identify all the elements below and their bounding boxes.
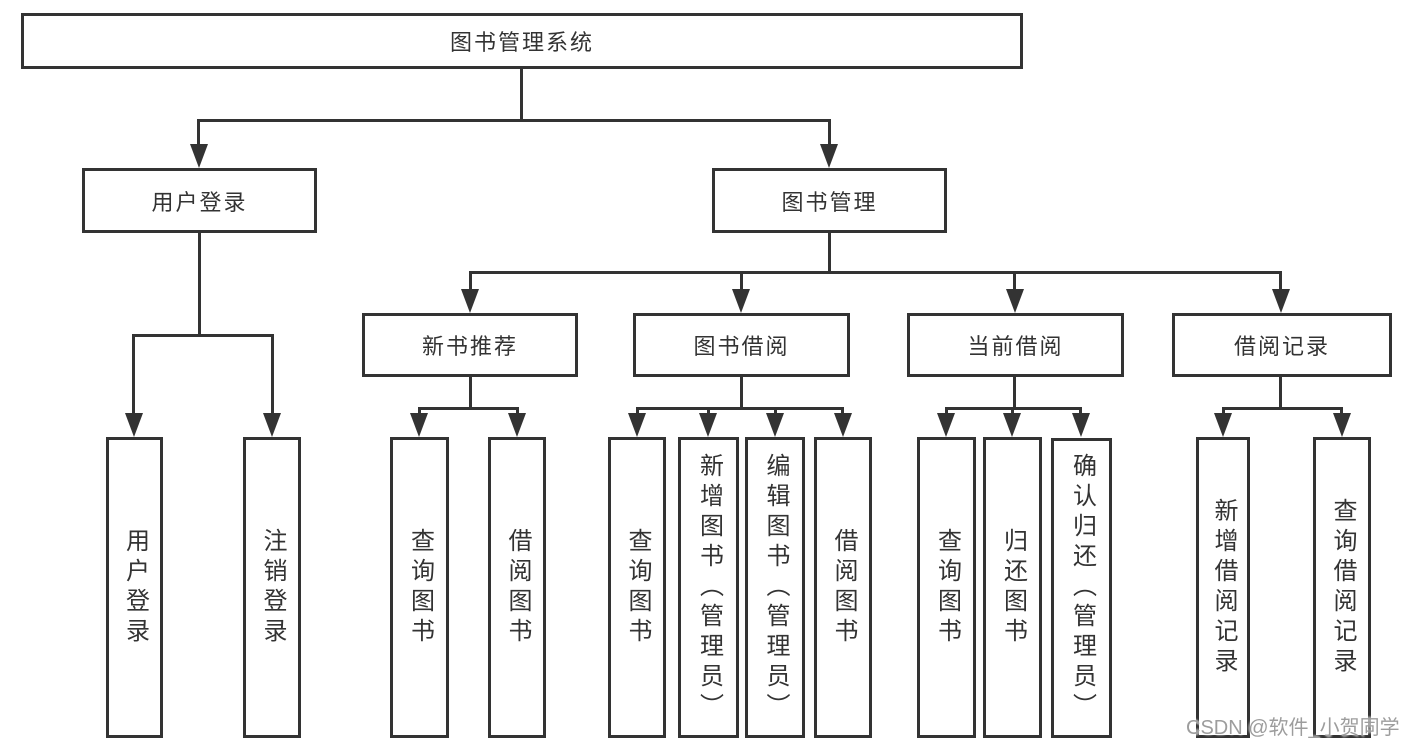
connector-line bbox=[740, 377, 743, 410]
connector-line bbox=[469, 271, 472, 293]
connector-line bbox=[1079, 407, 1082, 417]
connector-line bbox=[1013, 377, 1016, 410]
connector-line bbox=[198, 233, 201, 337]
node-current-borrowing: 当前借阅 bbox=[907, 313, 1124, 377]
connector-line bbox=[1279, 377, 1282, 410]
connector-line bbox=[271, 334, 274, 417]
watermark-text: CSDN @软件_小贺同学 bbox=[1186, 717, 1400, 739]
connector-line bbox=[469, 271, 1282, 274]
arrow-down-icon bbox=[1214, 413, 1232, 437]
connector-line bbox=[132, 334, 274, 337]
connector-line bbox=[636, 407, 844, 410]
arrow-down-icon bbox=[732, 289, 750, 313]
arrow-down-icon bbox=[1003, 413, 1021, 437]
arrow-down-icon bbox=[766, 413, 784, 437]
node-borrow-books-borrowing: 借阅图书 bbox=[814, 437, 872, 738]
node-new-book-recommendation: 新书推荐 bbox=[362, 313, 578, 377]
node-borrow-books-recommend: 借阅图书 bbox=[488, 437, 546, 738]
connector-line bbox=[1279, 271, 1282, 293]
node-book-borrowing: 图书借阅 bbox=[633, 313, 850, 377]
connector-line bbox=[1011, 407, 1014, 417]
connector-line bbox=[198, 119, 831, 122]
arrow-down-icon bbox=[1272, 289, 1290, 313]
arrow-down-icon bbox=[410, 413, 428, 437]
connector-line bbox=[516, 407, 519, 417]
node-book-management: 图书管理 bbox=[712, 168, 947, 233]
connector-line bbox=[132, 334, 135, 417]
arrow-down-icon bbox=[263, 413, 281, 437]
connector-line bbox=[469, 377, 472, 410]
node-add-books-admin: 新增图书（管理员） bbox=[678, 437, 739, 738]
connector-line bbox=[740, 271, 743, 293]
connector-line bbox=[1222, 407, 1225, 417]
arrow-down-icon bbox=[1333, 413, 1351, 437]
arrow-down-icon bbox=[508, 413, 526, 437]
connector-line bbox=[707, 407, 710, 417]
arrow-down-icon bbox=[820, 144, 838, 168]
connector-line bbox=[636, 407, 639, 417]
arrow-down-icon bbox=[125, 413, 143, 437]
node-library-management-system: 图书管理系统 bbox=[21, 13, 1023, 69]
node-edit-books-admin: 编辑图书（管理员） bbox=[745, 437, 805, 738]
arrow-down-icon bbox=[628, 413, 646, 437]
arrow-down-icon bbox=[699, 413, 717, 437]
arrow-down-icon bbox=[937, 413, 955, 437]
connector-line bbox=[828, 119, 831, 147]
arrow-down-icon bbox=[1072, 413, 1090, 437]
connector-line bbox=[774, 407, 777, 417]
node-borrowing-records: 借阅记录 bbox=[1172, 313, 1392, 377]
connector-line bbox=[945, 407, 948, 417]
connector-line bbox=[418, 407, 519, 410]
node-logout: 注销登录 bbox=[243, 437, 301, 738]
node-confirm-return-admin: 确认归还（管理员） bbox=[1051, 438, 1112, 738]
node-add-borrow-record: 新增借阅记录 bbox=[1196, 437, 1250, 738]
connector-line bbox=[1222, 407, 1343, 410]
node-query-borrow-record: 查询借阅记录 bbox=[1313, 437, 1371, 738]
connector-line bbox=[520, 69, 523, 121]
node-query-books-recommend: 查询图书 bbox=[390, 437, 449, 738]
node-user-login-item: 用户登录 bbox=[106, 437, 163, 738]
connector-line bbox=[418, 407, 421, 417]
arrow-down-icon bbox=[834, 413, 852, 437]
connector-line bbox=[1340, 407, 1343, 417]
connector-line bbox=[1013, 271, 1016, 293]
arrow-down-icon bbox=[190, 144, 208, 168]
arrow-down-icon bbox=[1006, 289, 1024, 313]
node-query-books-current: 查询图书 bbox=[917, 437, 976, 738]
connector-line bbox=[828, 233, 831, 274]
node-return-books: 归还图书 bbox=[983, 437, 1042, 738]
node-query-books-borrowing: 查询图书 bbox=[608, 437, 666, 738]
node-user-login: 用户登录 bbox=[82, 168, 317, 233]
arrow-down-icon bbox=[461, 289, 479, 313]
connector-line bbox=[197, 119, 200, 147]
connector-line bbox=[841, 407, 844, 417]
